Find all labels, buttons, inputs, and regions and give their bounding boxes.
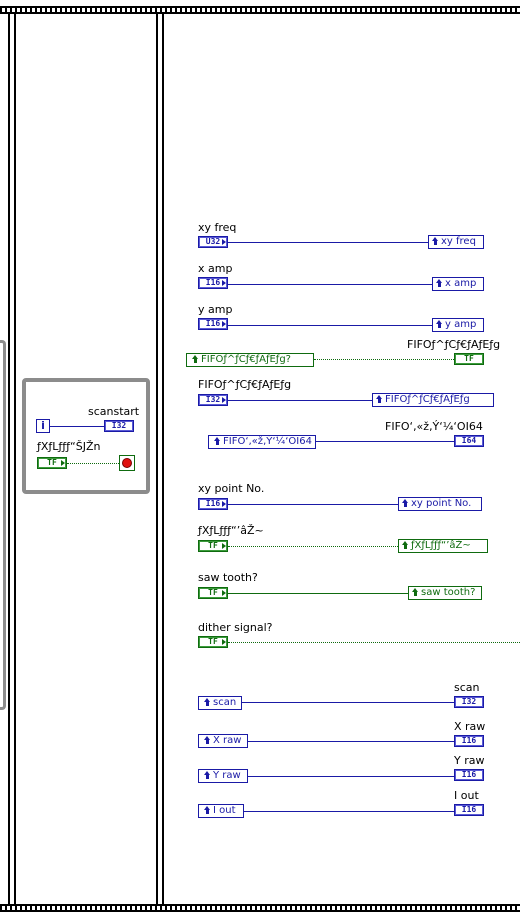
y-amp-control[interactable]: I16 (198, 318, 228, 330)
fifo-timeout-local[interactable]: FIFOƒ^ƒCƒ€ƒAƒEƒg (372, 393, 494, 407)
frame-divider (156, 14, 158, 904)
wire (316, 441, 454, 442)
while-loop-edge (0, 340, 6, 710)
fifo-write-local[interactable]: FIFO‘‚«ž‚Ý‘¼‘OI64 (208, 435, 316, 449)
frame-border-top (0, 6, 520, 14)
x-amp-control[interactable]: I16 (198, 277, 228, 289)
y-amp-local[interactable]: y amp (432, 318, 484, 332)
i-out-indicator[interactable]: I16 (454, 804, 484, 816)
saw-tooth-control[interactable]: TF (198, 587, 228, 599)
scan-local[interactable]: scan (198, 696, 242, 710)
frame-divider (162, 14, 164, 904)
x-raw-indicator[interactable]: I16 (454, 735, 484, 747)
xy-point-control[interactable]: I16 (198, 498, 228, 510)
scanstart-indicator[interactable]: I32 (104, 420, 134, 432)
wire (242, 702, 454, 703)
x-amp-label: x amp (198, 262, 233, 275)
wire (50, 426, 104, 427)
xy-point-local[interactable]: xy point No. (398, 497, 482, 511)
wire (314, 359, 454, 360)
iteration-terminal: i (36, 419, 50, 433)
wire (244, 811, 454, 812)
x-raw-label: X raw (454, 720, 486, 733)
wire (228, 546, 398, 547)
fifo-flag-local[interactable]: FIFOƒ^ƒCƒ€ƒAƒEƒg? (186, 353, 314, 367)
wire (228, 593, 408, 594)
x-amp-local[interactable]: x amp (432, 277, 484, 291)
scan-label: scan (454, 681, 480, 694)
x-raw-local[interactable]: X raw (198, 734, 248, 748)
scan-stop-control[interactable]: TF (198, 540, 228, 552)
xy-freq-local[interactable]: xy freq (428, 235, 484, 249)
y-raw-local[interactable]: Y raw (198, 769, 248, 783)
i-out-label: I out (454, 789, 479, 802)
scan-stop-label: ƒXƒLƒƒƒ“’âŽ~ (198, 524, 264, 537)
y-raw-indicator[interactable]: I16 (454, 769, 484, 781)
while-loop[interactable] (22, 378, 150, 494)
xy-freq-control[interactable]: U32 (198, 236, 228, 248)
dither-label: dither signal? (198, 621, 273, 634)
fifo-write-indicator[interactable]: I64 (454, 435, 484, 447)
dither-control[interactable]: TF (198, 636, 228, 648)
wire (228, 400, 372, 401)
saw-tooth-label: saw tooth? (198, 571, 258, 584)
scan-start-control[interactable]: TF (37, 457, 67, 469)
y-raw-label: Y raw (454, 754, 485, 767)
stop-icon (123, 459, 131, 467)
scan-stop-local[interactable]: ƒXƒLƒƒƒ“’âŽ~ (398, 539, 488, 553)
xy-freq-label: xy freq (198, 221, 237, 234)
saw-tooth-local[interactable]: saw tooth? (408, 586, 482, 600)
fifo-timeout-control[interactable]: I32 (198, 394, 228, 406)
scan-indicator[interactable]: I32 (454, 696, 484, 708)
wire (228, 642, 520, 643)
frame-divider (14, 14, 16, 904)
wire (248, 741, 454, 742)
fifo-timeout-label: FIFOƒ^ƒCƒ€ƒAƒEƒg (198, 378, 292, 391)
fifo-flag-indicator[interactable]: TF (454, 353, 484, 365)
scan-start-label: ƒXƒLƒƒƒ“ŠJŽn (37, 440, 101, 453)
stop-terminal[interactable] (119, 455, 135, 471)
wire (228, 242, 428, 243)
wire (228, 284, 432, 285)
scanstart-label: scanstart (88, 405, 140, 418)
wire (248, 776, 454, 777)
xy-point-label: xy point No. (198, 482, 265, 495)
wire (228, 504, 398, 505)
i-out-local[interactable]: I out (198, 804, 244, 818)
y-amp-label: y amp (198, 303, 233, 316)
wire (67, 463, 119, 464)
fifo-write-label: FIFO‘‚«ž‚Ý‘¼‘OI64 (385, 420, 483, 433)
wire (228, 325, 432, 326)
fifo-flag-label: FIFOƒ^ƒCƒ€ƒAƒEƒg (407, 338, 501, 351)
frame-border-bottom (0, 904, 520, 912)
frame-divider (8, 14, 10, 904)
